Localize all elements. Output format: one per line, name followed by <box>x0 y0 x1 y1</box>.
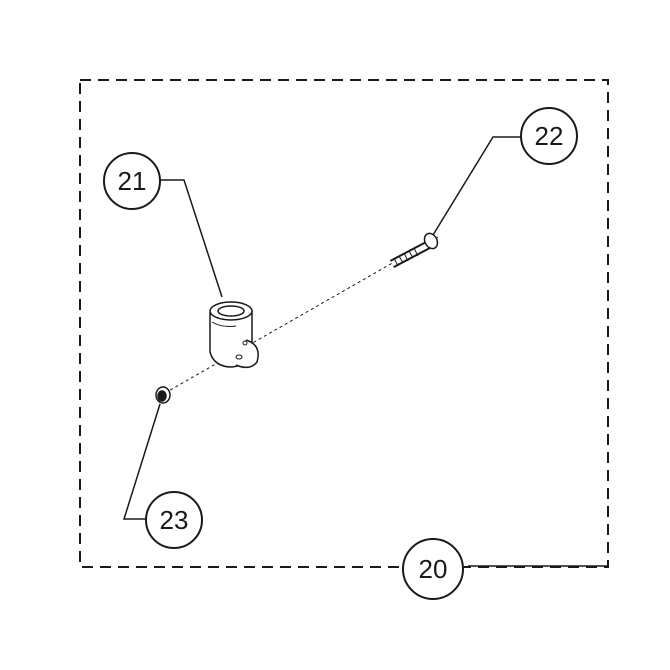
callout-23-label: 23 <box>160 505 189 535</box>
callout-20-label: 20 <box>419 554 448 584</box>
callout-21: 21 <box>103 152 161 210</box>
callout-21-label: 21 <box>118 166 147 196</box>
callout-20: 20 <box>402 538 464 600</box>
callout-22-label: 22 <box>535 121 564 151</box>
leader-line-21 <box>160 179 223 298</box>
screw-part <box>389 232 439 268</box>
leader-line-22 <box>432 136 521 236</box>
leader-line-23 <box>122 403 161 520</box>
callout-23: 23 <box>145 491 203 549</box>
callout-22: 22 <box>520 107 578 165</box>
assembly-centerline <box>164 236 439 394</box>
nut-part <box>155 386 171 404</box>
housing-part <box>209 301 259 369</box>
assembly-boundary <box>79 79 609 568</box>
